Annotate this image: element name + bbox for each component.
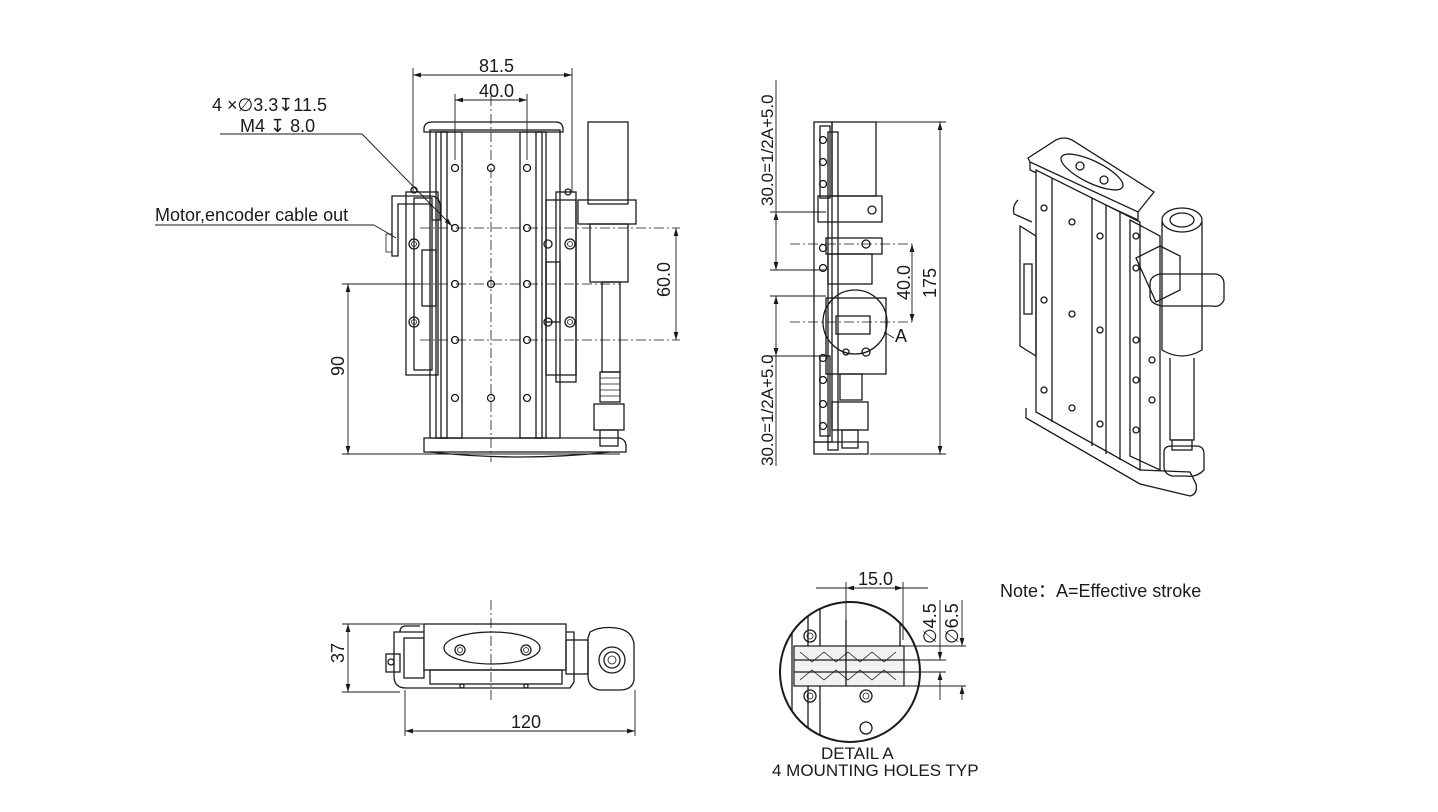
dim-front-width-outer: 81.5 xyxy=(479,56,514,76)
dim-side-middle: 40.0 xyxy=(894,265,914,300)
dim-side-top: 30.0=1/2A+5.0 xyxy=(758,94,777,206)
isometric-view xyxy=(1012,137,1225,497)
dim-top-width: 120 xyxy=(511,712,541,732)
cable-label: Motor,encoder cable out xyxy=(155,205,348,225)
detail-view xyxy=(779,601,921,743)
dim-front-hole-spacing: 60.0 xyxy=(654,262,674,297)
dim-side-total: 175 xyxy=(920,268,940,298)
effective-stroke-note: Note：A=Effective stroke xyxy=(1000,581,1201,601)
detail-marker: A xyxy=(895,326,907,346)
hole-spec-line2: M4 ↧ 8.0 xyxy=(240,116,315,136)
dim-front-width-inner: 40.0 xyxy=(479,81,514,101)
dim-top-height: 37 xyxy=(328,643,348,663)
dim-front-height: 90 xyxy=(328,356,348,376)
side-view xyxy=(790,121,912,455)
detail-caption-line2: 4 MOUNTING HOLES TYP xyxy=(772,761,979,780)
top-dimensions xyxy=(342,623,636,736)
front-dimensions xyxy=(155,68,679,455)
dim-detail-diam-small: ∅4.5 xyxy=(920,603,940,644)
dim-side-bottom: 30.0=1/2A+5.0 xyxy=(758,354,777,466)
dim-detail-spacing: 15.0 xyxy=(858,569,893,589)
hole-spec-line1: 4 ×∅3.3↧11.5 xyxy=(212,95,327,115)
side-dimensions xyxy=(770,80,946,466)
detail-caption-line1: DETAIL A xyxy=(821,744,894,763)
front-view xyxy=(385,96,680,462)
detail-dimensions xyxy=(816,582,966,700)
top-view xyxy=(385,600,635,700)
dim-detail-diam-large: ∅6.5 xyxy=(942,603,962,644)
